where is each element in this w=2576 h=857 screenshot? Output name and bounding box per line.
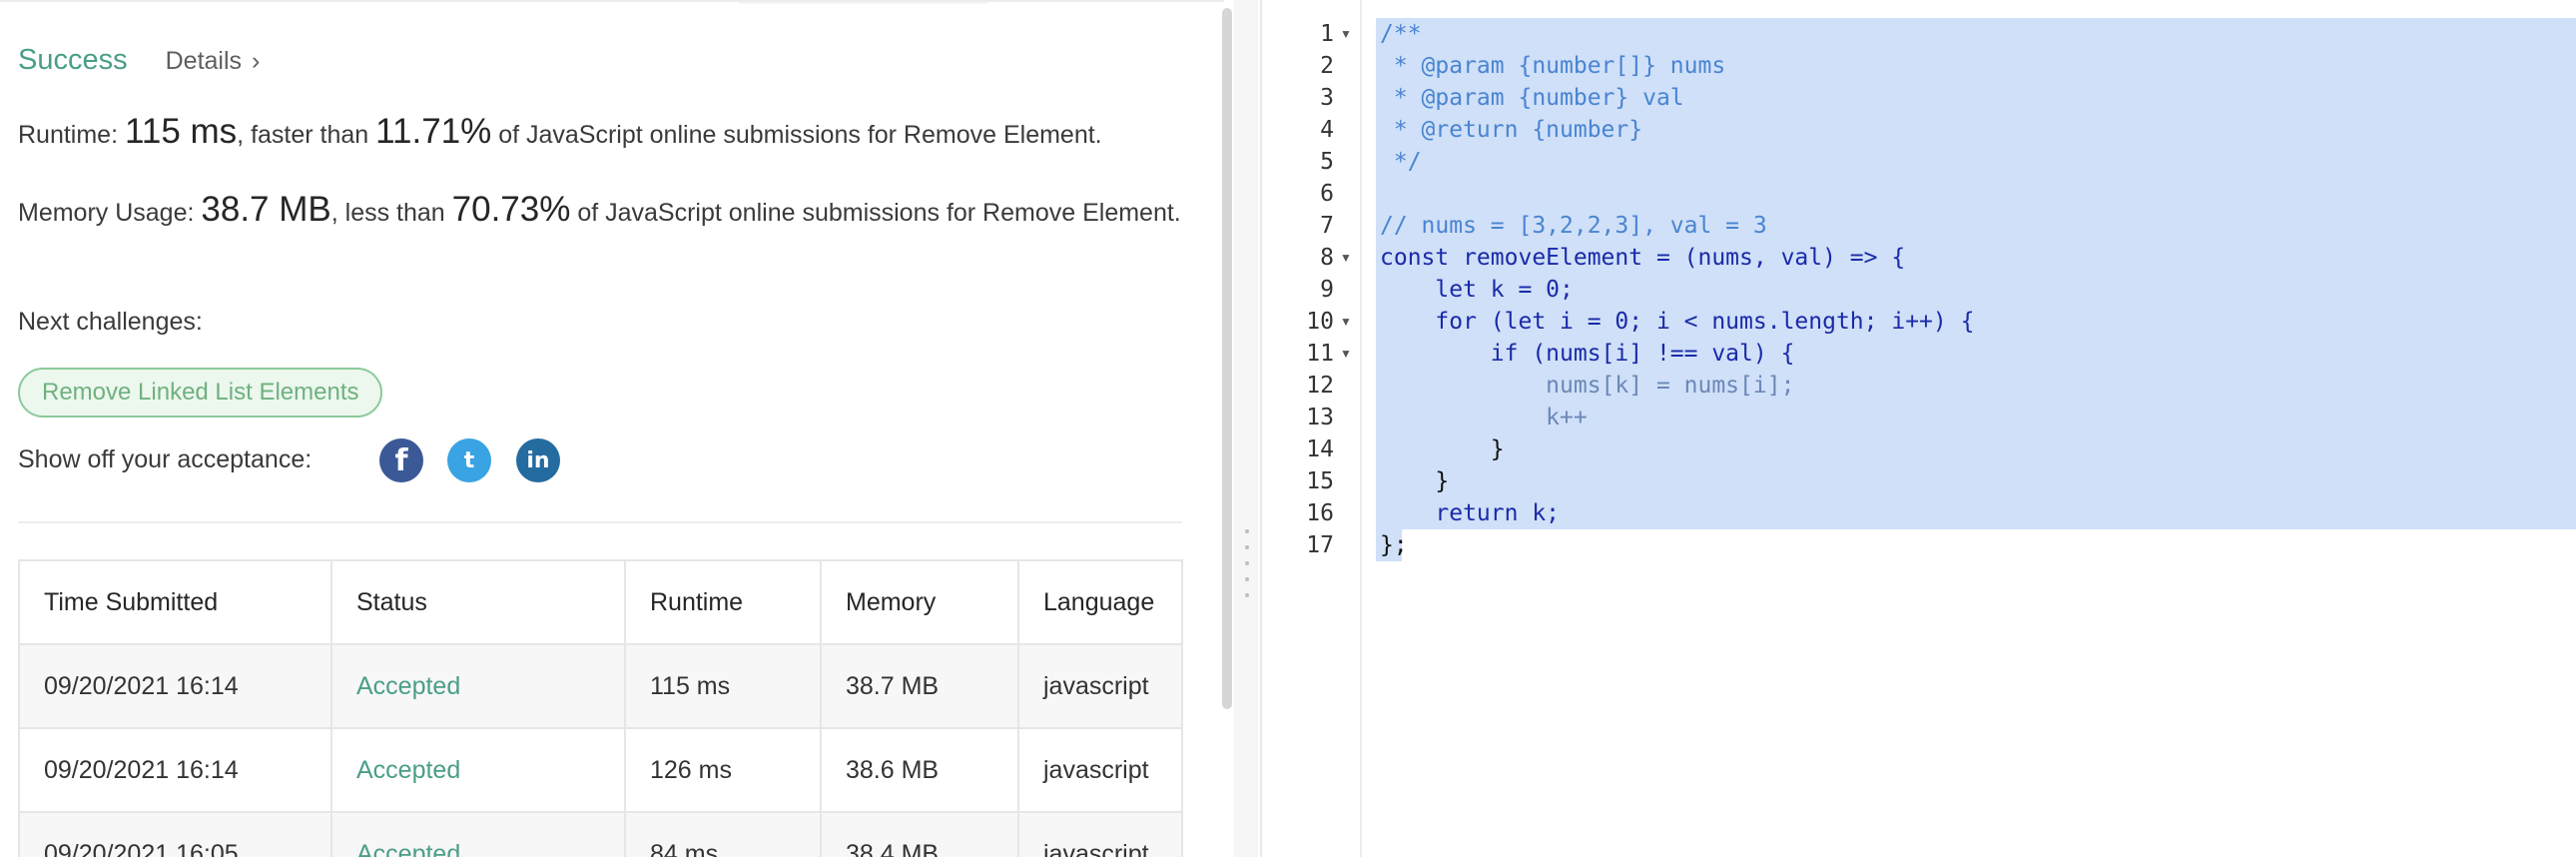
linkedin-icon[interactable]: in <box>516 438 560 482</box>
runtime-cell: 126 ms <box>624 727 822 813</box>
line-number: 10 <box>1306 309 1334 335</box>
fold-arrow-icon[interactable]: ▼ <box>1340 315 1352 329</box>
status-link[interactable]: Accepted <box>330 643 626 729</box>
table-row[interactable]: 09/20/2021 16:14 Accepted 115 ms 38.7 MB… <box>18 643 1183 729</box>
time-cell: 09/20/2021 16:14 <box>18 727 332 813</box>
column-header: Runtime <box>624 559 822 645</box>
line-number: 5 <box>1320 149 1334 175</box>
fold-arrow-icon[interactable]: ▼ <box>1340 27 1352 41</box>
code-line: * @return {number} <box>1376 114 2576 146</box>
code-line: return k; <box>1376 497 2576 529</box>
splitter-grip-dot <box>1245 593 1249 597</box>
line-number: 3 <box>1320 85 1334 111</box>
details-link[interactable]: Details <box>165 47 243 75</box>
next-challenges-label: Next challenges: <box>18 308 203 336</box>
code-line: if (nums[i] !== val) { <box>1376 338 2576 370</box>
line-number: 6 <box>1320 181 1334 207</box>
section-divider <box>18 521 1182 523</box>
column-header: Time Submitted <box>18 559 332 645</box>
time-cell: 09/20/2021 16:05 <box>18 811 332 857</box>
line-number: 14 <box>1306 436 1334 462</box>
memory-cell: 38.7 MB <box>820 643 1019 729</box>
splitter-grip-dot <box>1245 545 1249 549</box>
status-link[interactable]: Accepted <box>330 811 626 857</box>
line-number: 11 <box>1306 341 1334 367</box>
line-number: 4 <box>1320 117 1334 143</box>
code-line: }; <box>1376 529 2576 561</box>
code-line: * @param {number} val <box>1376 82 2576 114</box>
code-line: // nums = [3,2,2,3], val = 3 <box>1376 210 2576 242</box>
code-line: /** <box>1376 18 2576 50</box>
code-line: */ <box>1376 146 2576 178</box>
line-number: 2 <box>1320 53 1334 79</box>
fold-arrow-icon[interactable]: ▼ <box>1340 347 1352 361</box>
table-row[interactable]: 09/20/2021 16:05 Accepted 84 ms 38.4 MB … <box>18 811 1183 857</box>
runtime-label: Runtime: <box>18 121 125 149</box>
runtime-value: 115 ms <box>124 112 238 151</box>
runtime-tail: of JavaScript online submissions for Rem… <box>491 121 1102 149</box>
panel-top-accent <box>739 2 988 4</box>
splitter-grip-dot <box>1245 529 1249 533</box>
memory-summary: Memory Usage: 38.7 MB, less than 70.73% … <box>18 192 1206 231</box>
share-label: Show off your acceptance: <box>18 445 313 473</box>
line-number: 17 <box>1306 532 1334 558</box>
runtime-cell: 84 ms <box>624 811 822 857</box>
line-number: 13 <box>1306 405 1334 430</box>
code-line: nums[k] = nums[i]; <box>1376 370 2576 402</box>
status-link[interactable]: Accepted <box>330 727 626 813</box>
twitter-icon[interactable]: t <box>447 438 491 482</box>
runtime-mid: , faster than <box>237 121 376 149</box>
line-number: 16 <box>1306 500 1334 526</box>
code-line: for (let i = 0; i < nums.length; i++) { <box>1376 306 2576 338</box>
memory-cell: 38.6 MB <box>820 727 1019 813</box>
code-line <box>1376 178 2576 210</box>
code-line: const removeElement = (nums, val) => { <box>1376 242 2576 274</box>
code-line: } <box>1376 465 2576 497</box>
code-line: } <box>1376 433 2576 465</box>
code-editor[interactable]: 1 2 3 4 5 6 7 8 9 10 11 12 13 14 15 16 1… <box>1260 0 2576 857</box>
splitter-grip-dot <box>1245 577 1249 581</box>
left-panel-scrollbar[interactable] <box>1222 8 1232 709</box>
code-line: let k = 0; <box>1376 274 2576 306</box>
memory-value: 38.7 MB <box>201 190 331 229</box>
chevron-right-icon[interactable]: › <box>252 47 261 75</box>
memory-mid: , less than <box>330 199 452 227</box>
result-header: Success Details › <box>18 44 260 77</box>
memory-cell: 38.4 MB <box>820 811 1019 857</box>
runtime-percent: 11.71% <box>375 112 492 151</box>
submission-result-panel: Success Details › Runtime: 115 ms, faste… <box>0 0 1224 857</box>
column-header: Memory <box>820 559 1019 645</box>
line-number: 1 <box>1320 21 1334 47</box>
code-content[interactable]: /** * @param {number[]} nums * @param {n… <box>1376 18 2576 561</box>
language-cell: javascript <box>1017 643 1183 729</box>
success-status: Success <box>18 44 128 76</box>
table-row[interactable]: 09/20/2021 16:14 Accepted 126 ms 38.6 MB… <box>18 727 1183 813</box>
memory-label: Memory Usage: <box>18 199 202 227</box>
code-line: k++ <box>1376 402 2576 433</box>
language-cell: javascript <box>1017 727 1183 813</box>
submission-history-table: Time Submitted Status Runtime Memory Lan… <box>18 559 1183 857</box>
column-header: Status <box>330 559 626 645</box>
panel-splitter[interactable] <box>1234 0 1258 857</box>
next-challenge-button[interactable]: Remove Linked List Elements <box>18 368 383 418</box>
splitter-grip-dot <box>1245 561 1249 565</box>
time-cell: 09/20/2021 16:14 <box>18 643 332 729</box>
line-number: 12 <box>1306 373 1334 399</box>
runtime-summary: Runtime: 115 ms, faster than 11.71% of J… <box>18 114 1102 153</box>
memory-percent: 70.73% <box>451 190 571 229</box>
fold-arrow-icon[interactable]: ▼ <box>1340 251 1352 265</box>
line-number: 9 <box>1320 277 1334 303</box>
line-number: 7 <box>1320 213 1334 239</box>
line-number: 15 <box>1306 468 1334 494</box>
runtime-cell: 115 ms <box>624 643 822 729</box>
table-header-row: Time Submitted Status Runtime Memory Lan… <box>18 559 1183 645</box>
column-header: Language <box>1017 559 1183 645</box>
line-number: 8 <box>1320 245 1334 271</box>
code-line: * @param {number[]} nums <box>1376 50 2576 82</box>
line-number-gutter: 1 2 3 4 5 6 7 8 9 10 11 12 13 14 15 16 1… <box>1262 0 1362 857</box>
facebook-icon[interactable]: f <box>379 438 423 482</box>
language-cell: javascript <box>1017 811 1183 857</box>
memory-tail: of JavaScript online submissions for Rem… <box>570 199 1181 227</box>
